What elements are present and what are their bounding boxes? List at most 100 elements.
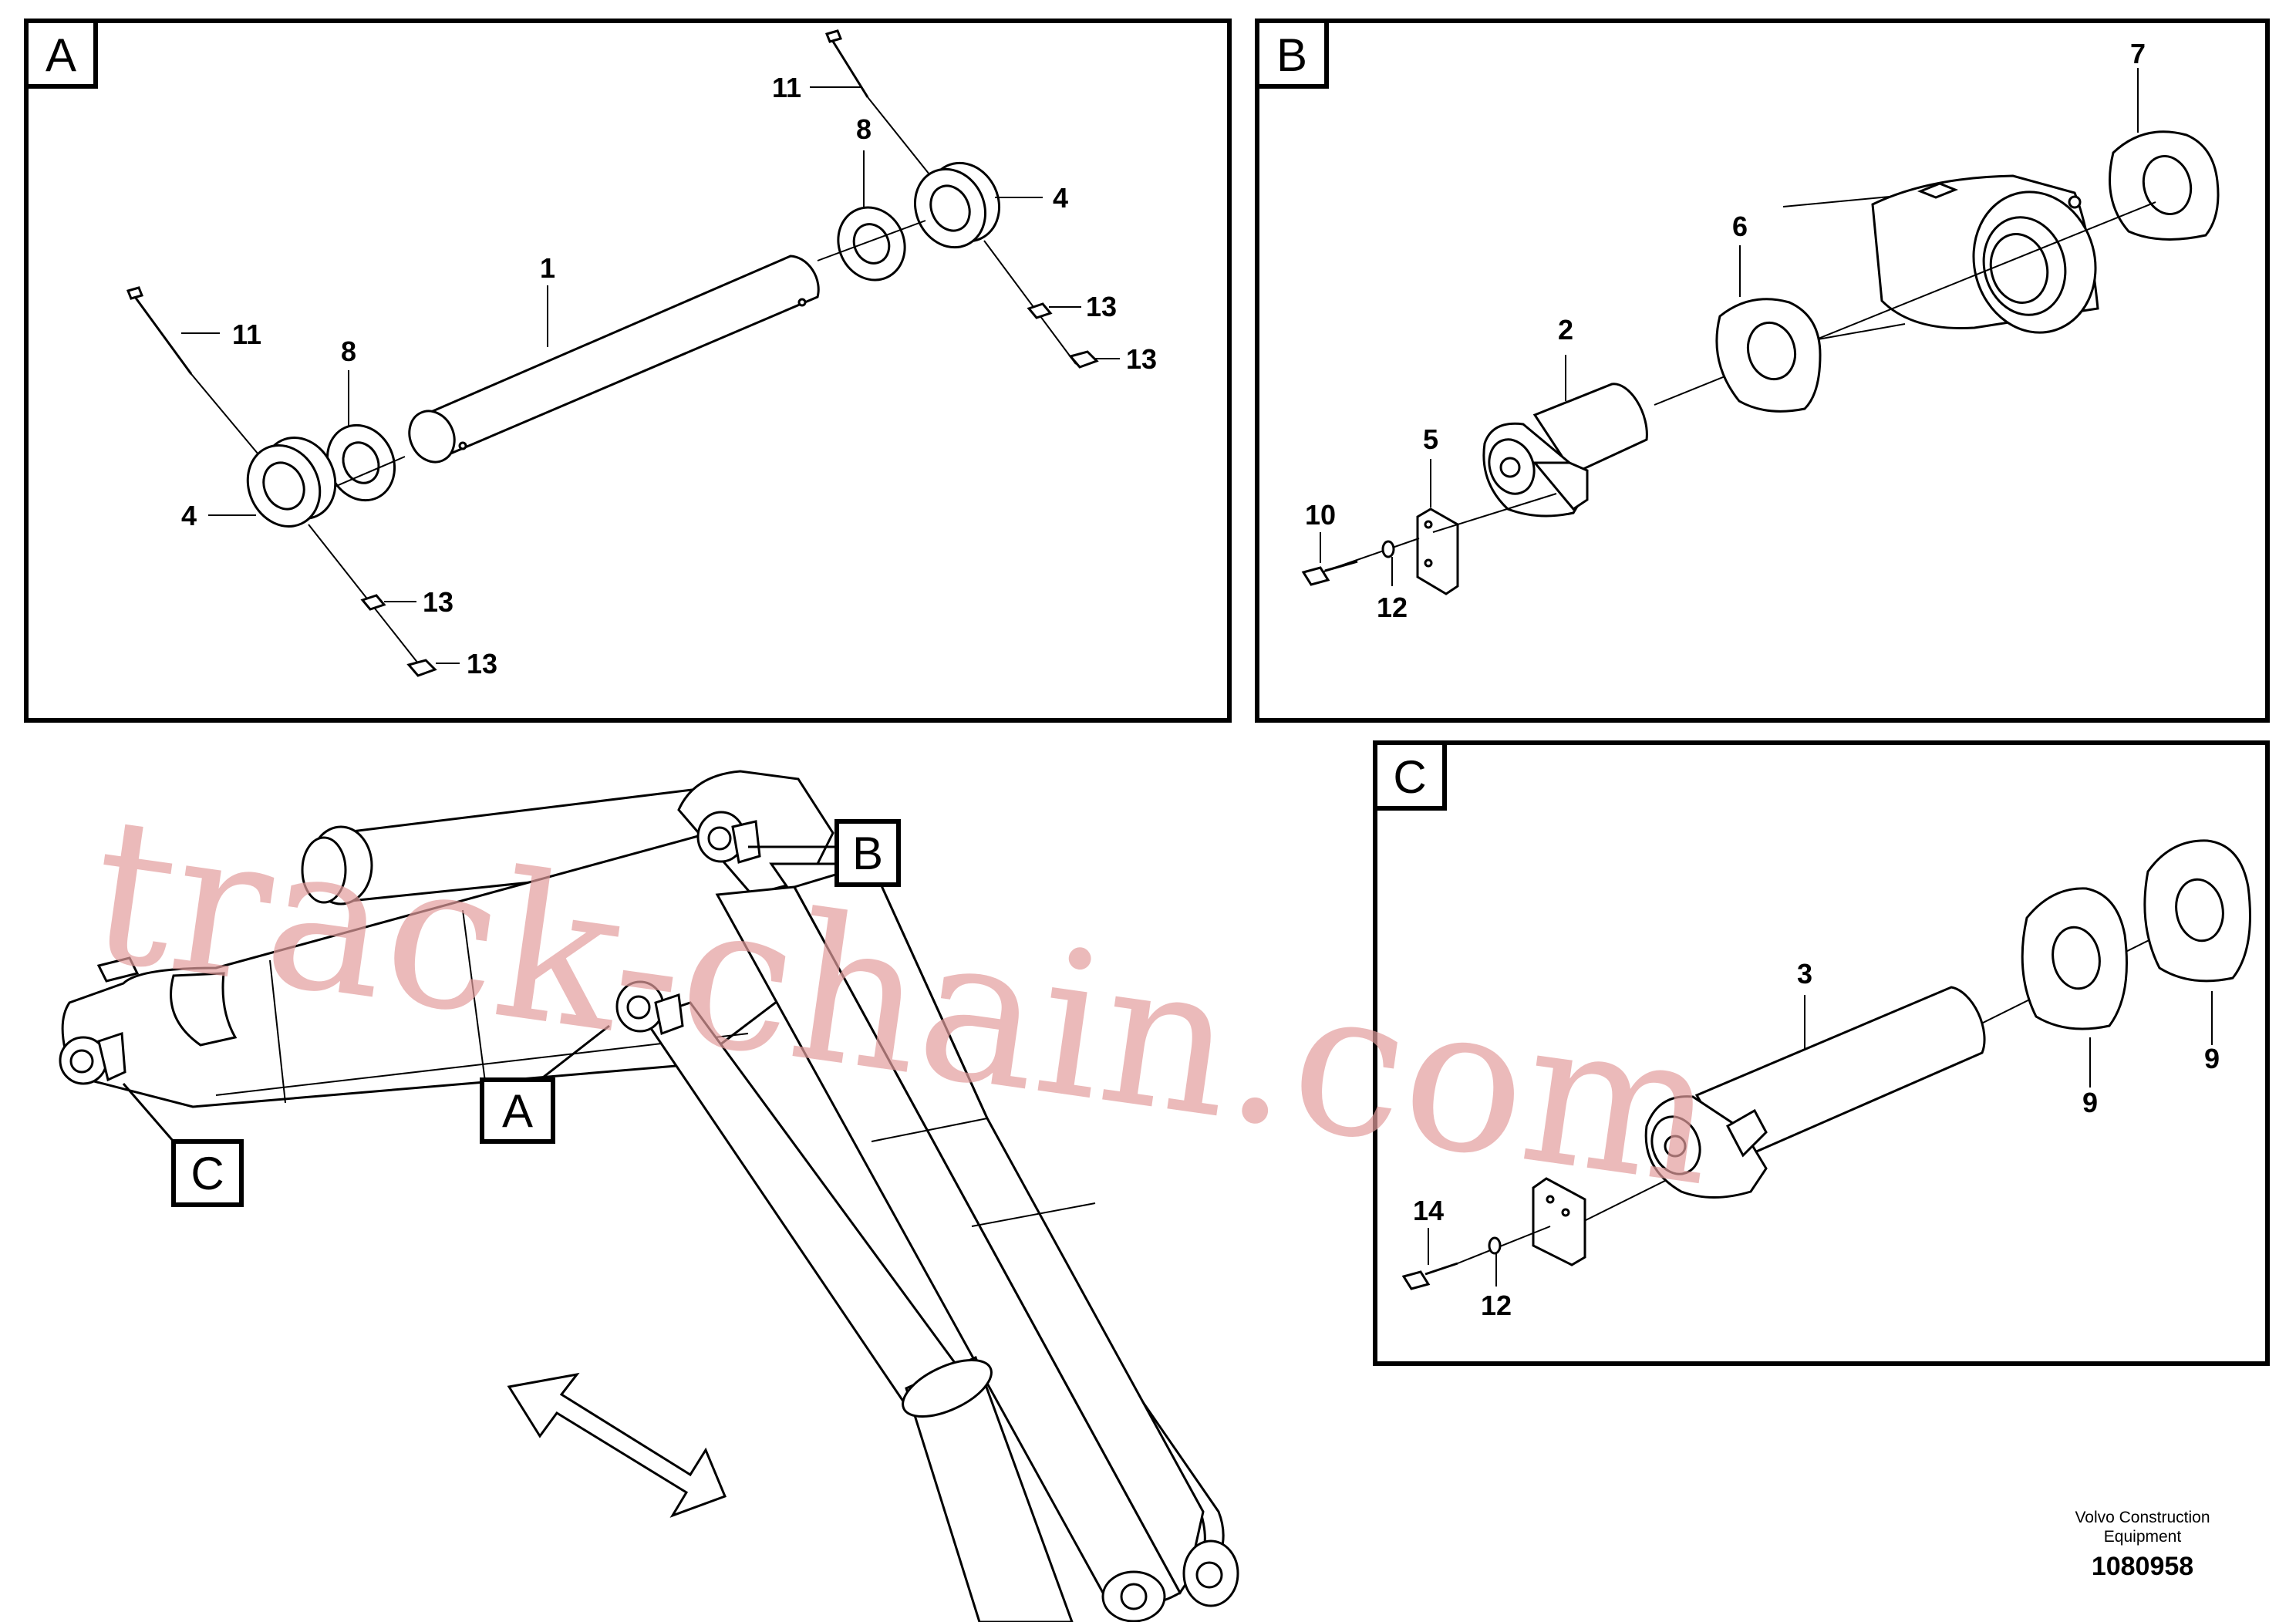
washer-12-c: [1488, 1236, 1502, 1255]
elbow-lock-plate: [731, 820, 761, 864]
nut-upper-1: [1027, 302, 1053, 319]
label-3: 3: [1797, 958, 1812, 990]
shim-7-hole: [2142, 154, 2193, 216]
panel-b: B 7 6 2 5: [1255, 19, 2270, 723]
nut-left-2: [406, 659, 437, 677]
elbow-pin: [707, 826, 732, 851]
cylinder-head-hole: [2068, 195, 2082, 209]
label-4-left: 4: [181, 500, 197, 531]
boom-foot-pin: [1195, 1561, 1223, 1589]
screw-14-shank: [1424, 1262, 1458, 1276]
pin-1-hole-left: [458, 441, 467, 450]
maker-line-2: Equipment: [2104, 1528, 2182, 1546]
label-11-top: 11: [772, 72, 801, 103]
pin-2-lug-tab: [1532, 461, 1589, 511]
axis-a-pin-left: [323, 456, 406, 492]
label-5: 5: [1423, 423, 1438, 455]
plate-c-hole-top: [1546, 1195, 1555, 1204]
boom-seam-2: [971, 1202, 1096, 1227]
arm-tip-fitting: [96, 956, 140, 983]
plate-5-hole-bottom: [1424, 558, 1433, 568]
label-9-left: 9: [2082, 1087, 2098, 1118]
callout-a-box: [480, 1077, 555, 1144]
bolt-left-shank: [133, 296, 193, 375]
label-14: 14: [1413, 1195, 1444, 1226]
shim-6-hole: [1746, 321, 1797, 381]
label-12-c: 12: [1481, 1290, 1512, 1321]
arm-seam-2: [462, 909, 487, 1088]
axis-c-screw: [1457, 1226, 1551, 1264]
pin-1-hole-right: [797, 298, 807, 307]
label-4-top: 4: [1053, 182, 1068, 214]
lower-cylinder-gland: [902, 1359, 993, 1418]
cylinder-edge-top: [1782, 196, 1890, 207]
maker-line-1: Volvo Construction: [2075, 1509, 2210, 1526]
label-7: 7: [2130, 38, 2146, 69]
pin-2-body: [1532, 383, 1648, 475]
label-13-top-2: 13: [1126, 343, 1157, 375]
label-13-left-1: 13: [423, 586, 453, 618]
panel-a-letter: A: [46, 29, 76, 81]
panel-b-letter-box: [1255, 19, 1329, 89]
arm-cutout: [170, 972, 238, 1047]
label-13-left-2: 13: [467, 648, 497, 679]
callout-c-leader: [122, 1083, 175, 1142]
arm-tip-pin: [69, 1049, 94, 1074]
pin-1-body: [418, 255, 820, 458]
axis-a-pin-right: [817, 220, 926, 261]
callout-a-leader: [539, 1024, 610, 1081]
pin-3-end-hole: [1664, 1135, 1687, 1158]
callout-c-letter: C: [190, 1148, 224, 1199]
panel-c-letter: C: [1393, 751, 1426, 803]
arm-lower-edge: [215, 1033, 749, 1096]
arm-seam-1: [269, 959, 286, 1104]
panel-c: C 9 9 3 14 12: [1373, 740, 2270, 1366]
callout-b-letter: B: [852, 828, 883, 879]
panel-c-letter-box: [1373, 740, 1447, 811]
panel-a: A 11 8 4 13 13 1: [24, 19, 1232, 723]
axis-a-upper-nuts: [983, 240, 1077, 365]
doc-number: 1080958: [2092, 1552, 2193, 1581]
shim-9-left-hole: [2052, 926, 2101, 990]
label-1: 1: [540, 252, 555, 284]
washer-12-b: [1381, 540, 1395, 558]
screw-14-head: [1401, 1270, 1431, 1290]
joint-a-bushing: [654, 993, 684, 1036]
arm-tip-lock-plate: [97, 1031, 126, 1082]
boom-foot-left-pin: [1120, 1583, 1148, 1610]
label-6: 6: [1732, 211, 1748, 242]
label-12-b: 12: [1377, 592, 1408, 623]
pin-1-end: [408, 410, 456, 464]
label-8-top: 8: [856, 113, 872, 145]
nut-upper-2: [1068, 350, 1099, 369]
label-2: 2: [1558, 314, 1573, 346]
joint-a-pin: [626, 995, 651, 1020]
callout-b-box: [834, 819, 901, 887]
nut-left-1: [360, 594, 386, 611]
pin-3-body: [1694, 986, 1986, 1162]
plate-5: [1416, 508, 1459, 595]
label-10: 10: [1305, 499, 1336, 531]
washer-upper-hole: [852, 223, 891, 265]
label-11-left: 11: [232, 319, 261, 350]
callout-a-letter: A: [502, 1085, 533, 1137]
shim-9-right-hole: [2175, 878, 2224, 943]
screw-10-head: [1301, 566, 1330, 586]
panel-b-letter: B: [1276, 29, 1307, 81]
label-8-left: 8: [341, 336, 356, 367]
axis-a-left-bolt: [190, 373, 263, 460]
screw-10-shank: [1324, 560, 1358, 572]
boom-seam-1: [871, 1118, 988, 1142]
bolt-upper-head: [824, 29, 843, 43]
pin-3-lug-tab: [1725, 1108, 1768, 1158]
direction-arrow-icon: [507, 1372, 727, 1518]
pin-2-end-hole: [1499, 457, 1521, 478]
label-13-top-1: 13: [1086, 291, 1117, 322]
bushing-upper-bore: [929, 184, 971, 232]
boom-overview: B A C: [59, 770, 1239, 1622]
cylinder-head-grease-fitting: [1917, 182, 1959, 199]
panel-a-letter-box: [24, 19, 98, 89]
bushing-left-bore: [262, 461, 305, 511]
plate-5-hole-top: [1424, 520, 1433, 529]
